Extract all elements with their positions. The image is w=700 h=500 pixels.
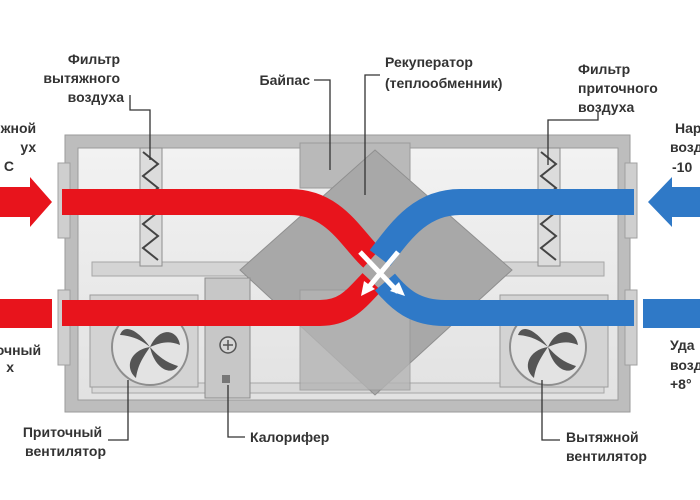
leader-lines (108, 74, 599, 441)
crossflow-arrows (358, 250, 405, 296)
label-filter-exhaust: Фильтр вытяжного воздуха (43, 51, 124, 105)
label-right-top-partial: Нар возд -10 (670, 120, 700, 175)
label-filter-supply: Фильтр приточного воздуха (578, 61, 662, 115)
label-supply-fan: Приточный вентилятор (23, 424, 106, 459)
cold-exhaust-stream (375, 273, 634, 326)
duct-left-bottom (0, 299, 52, 328)
label-heater: Калорифер (250, 429, 329, 445)
arrow-in-right-top (648, 177, 700, 227)
heater-unit (204, 277, 251, 399)
arrow-in-left-top (0, 177, 52, 227)
label-exhaust-fan: Вытяжной вентилятор (566, 429, 647, 464)
label-recuperator: Рекуператор (теплообменник) (385, 54, 502, 91)
label-right-bottom-partial: Уда возд +8° (670, 337, 700, 392)
duct-right-bottom (643, 299, 700, 328)
cold-supply-stream (369, 189, 634, 266)
label-left-top-partial: жной ух C (0, 120, 40, 174)
label-left-bottom-partial: очный х (0, 342, 45, 375)
label-bypass: Байпас (260, 72, 311, 88)
warm-exhaust-stream (62, 189, 382, 268)
